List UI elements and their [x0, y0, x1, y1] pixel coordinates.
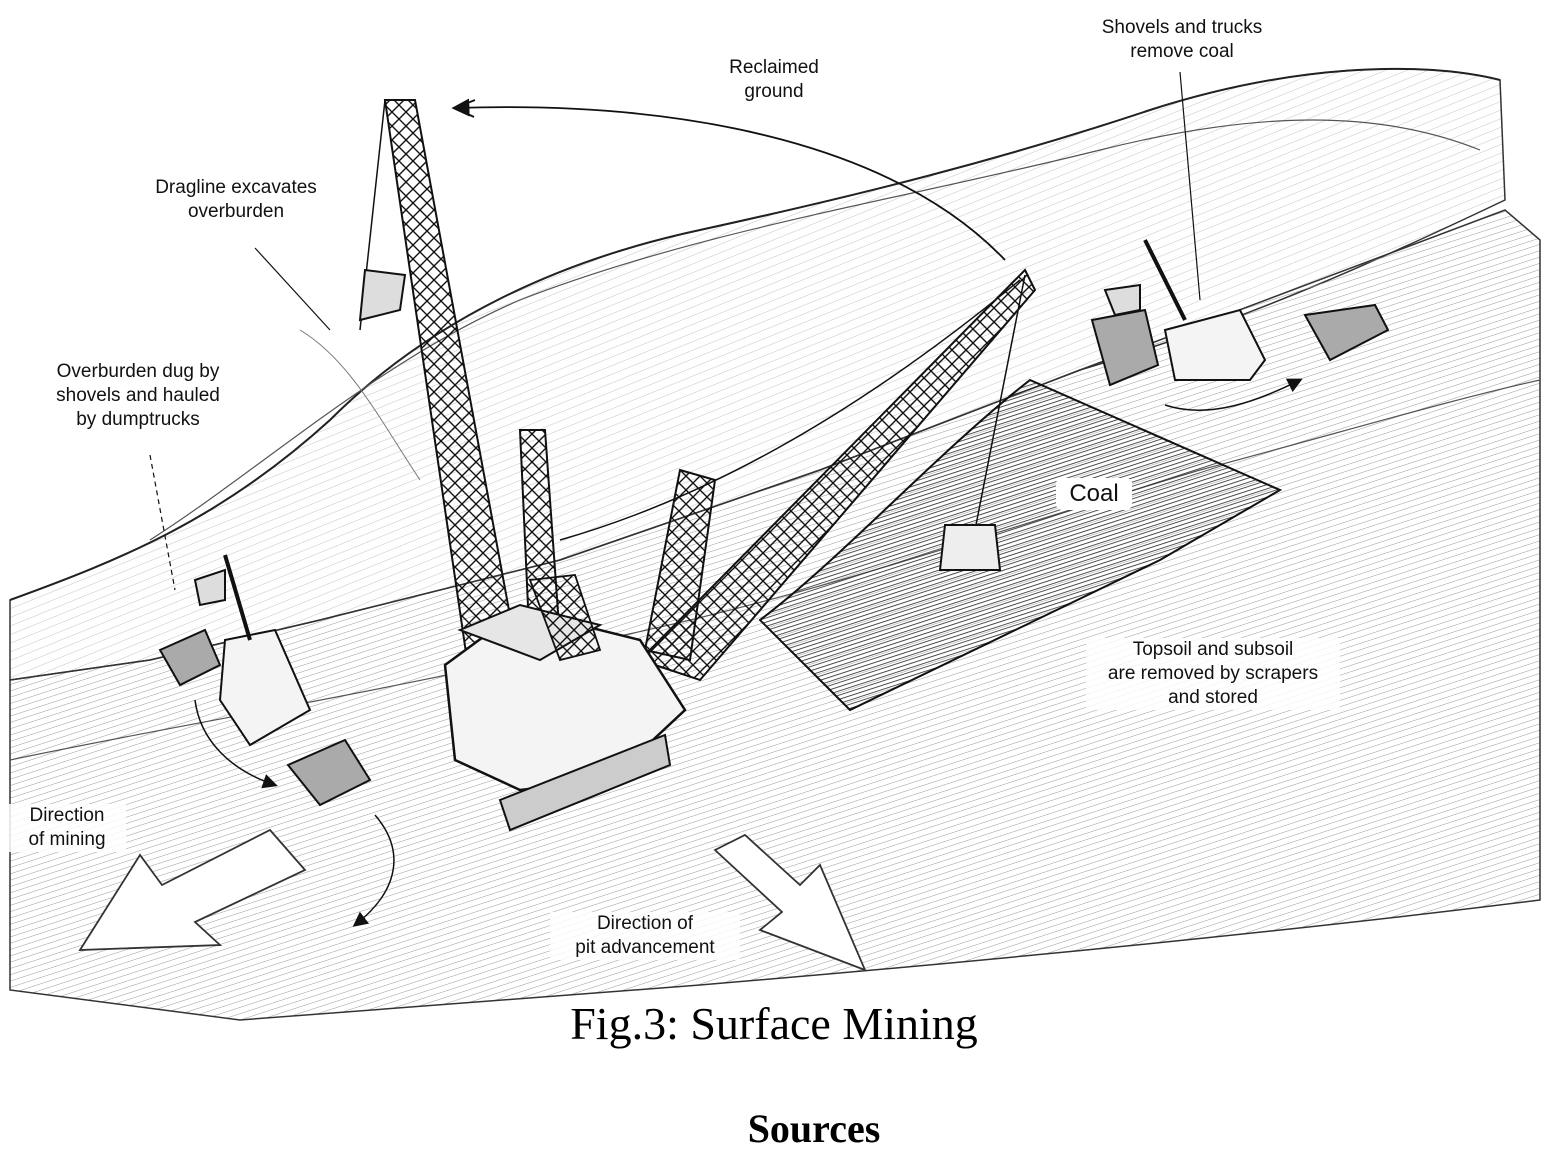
dragline-house: [443, 574, 687, 832]
right-truck-1: [1090, 308, 1160, 387]
dragline-boom-1: [358, 99, 562, 682]
left-truck-1: [158, 628, 222, 687]
label-direction-mining: Direction of mining: [8, 804, 126, 852]
direction-of-mining-arrow: [78, 828, 307, 951]
label-dragline: Dragline excavates overburden: [118, 176, 354, 224]
label-shovels-trucks: Shovels and trucks remove coal: [1070, 16, 1294, 64]
left-truck-2: [286, 738, 372, 807]
pit-advancement-arrow: [713, 833, 867, 972]
figure-caption: Fig.3: Surface Mining: [570, 998, 978, 1049]
right-truck-2: [1303, 303, 1390, 362]
label-topsoil: Topsoil and subsoil are removed by scrap…: [1086, 638, 1340, 710]
coal-seam: [758, 378, 1283, 712]
right-shovel: [1103, 239, 1267, 381]
dragline-boom-2: [559, 268, 1037, 682]
label-overburden-dug: Overburden dug by shovels and hauled by …: [26, 360, 250, 432]
label-reclaimed-ground: Reclaimed ground: [705, 56, 843, 104]
sources-heading: Sources: [747, 1106, 881, 1151]
label-coal: Coal: [1056, 478, 1132, 510]
label-direction-pit: Direction of pit advancement: [550, 912, 740, 960]
left-shovel: [193, 554, 312, 747]
reclaimed-arrow: [451, 98, 1006, 261]
